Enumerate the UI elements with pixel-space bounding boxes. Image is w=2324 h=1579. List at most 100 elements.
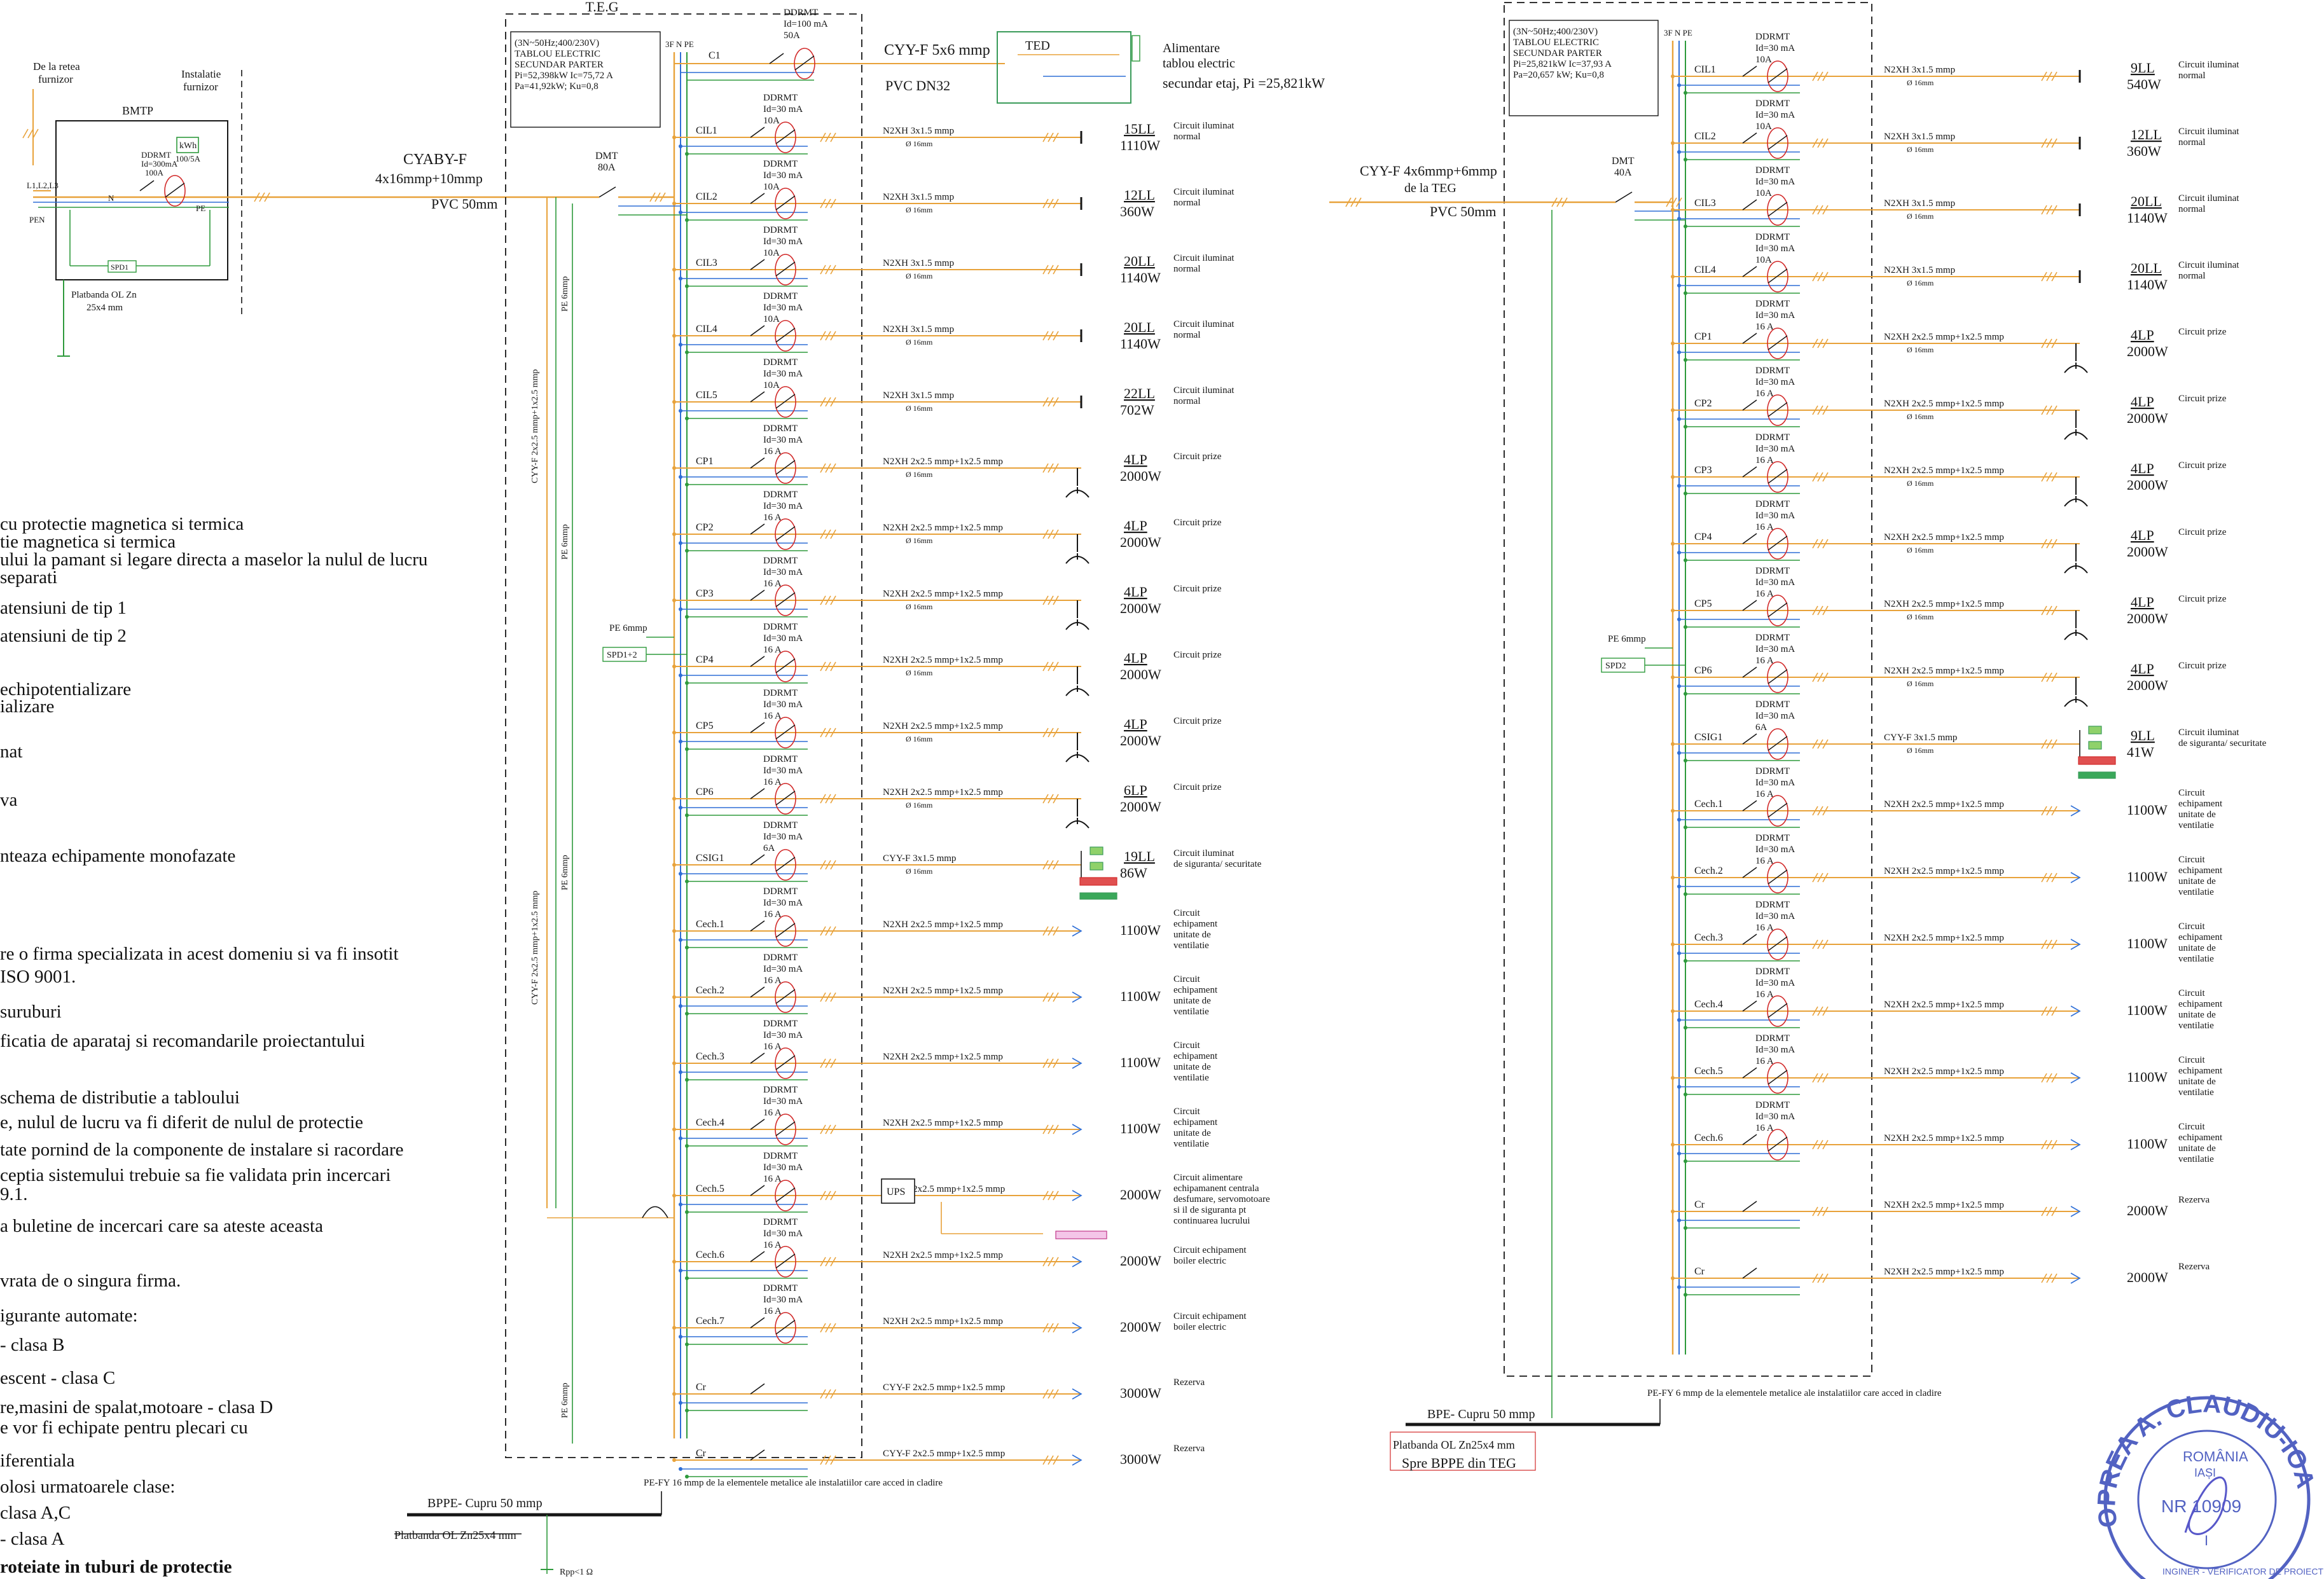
breaker-blade: [1742, 666, 1757, 678]
circuit-description: de siguranta/ securitate: [1173, 859, 1262, 869]
breaker-blade: [1742, 533, 1757, 544]
phase-tick-mark: [2046, 405, 2052, 415]
rcd-contact: [1767, 68, 1788, 83]
phase-tick-mark: [1042, 1124, 1049, 1134]
circuit-description: boiler electric: [1173, 1322, 1226, 1332]
phase-tick-mark: [2046, 1140, 2052, 1150]
circuit-description: Circuit prize: [1173, 716, 1222, 726]
circuit-id: Cech.5: [1694, 1066, 1723, 1077]
circuit-cable: N2XH 2x2.5 mmp+1x2.5 mmp: [1884, 1066, 2004, 1077]
main-switch-blade: [598, 186, 616, 198]
breaker-blade: [750, 127, 765, 138]
junction-dot: [679, 1004, 682, 1008]
junction-dot: [679, 1070, 682, 1074]
phase-tick-mark: [1812, 71, 1818, 81]
junction-dot: [685, 1409, 689, 1412]
to-bppe-box: [1390, 1431, 1536, 1471]
junction-dot: [1677, 684, 1681, 688]
circuit-description: Circuit: [1173, 908, 1200, 918]
ddrmt-spec: DDRMT: [1755, 566, 1790, 576]
circuit-description: si il de siguranta pt: [1173, 1205, 1247, 1215]
circuit-tube: Ø 16mm: [1907, 679, 1934, 688]
riser-cable-label: CYY-F 2x2.5 mmp+1x2.5 mmp: [530, 891, 540, 1005]
feed-arrow-icon: [1072, 1058, 1082, 1069]
phase-tick-mark: [2046, 672, 2052, 682]
circuit-description: unitate de: [2178, 1143, 2216, 1154]
phase-tick-mark: [1042, 265, 1049, 275]
rcd-toroid-icon: [775, 783, 796, 815]
ddrmt-spec: DDRMT: [763, 953, 798, 963]
circuit-cable: N2XH 2x2.5 mmp+1x2.5 mmp: [1884, 465, 2004, 476]
teg-board: T.E.G(3N~50Hz;400/230V)TABLOU ELECTRICSE…: [505, 0, 1270, 1479]
circuit-description: Rezerva: [2178, 1262, 2210, 1272]
circuit-id: Cech.2: [1694, 865, 1723, 876]
phase-tick-mark: [1042, 1190, 1049, 1201]
feed-arrow-icon: [2070, 872, 2081, 883]
phase-tick-mark: [649, 192, 656, 202]
spd-label: SPD2: [1605, 661, 1626, 671]
rcd-contact: [775, 658, 796, 673]
installation-label: Instalatie: [181, 68, 221, 80]
phase-tick-mark: [1822, 539, 1829, 549]
breaker-blade: [750, 325, 765, 336]
rcd-contact: [1767, 1136, 1788, 1152]
riser-cable-label: CYY-F 2x2.5 mmp+1x2.5 mmp: [530, 369, 540, 483]
rcd-contact: [775, 526, 796, 541]
phase-tick-mark: [1053, 132, 1059, 142]
junction-dot: [685, 946, 689, 949]
ted-terminal: [1131, 35, 1140, 62]
phase-tick-mark: [1053, 265, 1059, 275]
phase-tick-mark: [1042, 661, 1049, 672]
rcd-toroid-icon: [775, 584, 796, 616]
circuit-load-count: 4LP: [2131, 661, 2154, 677]
phase-tick-mark: [830, 794, 836, 804]
kwh-label: kWh: [179, 141, 197, 151]
phase-tick-mark: [2046, 872, 2052, 883]
ddrmt-spec: DDRMT: [1755, 99, 1790, 109]
rcd-contact: [775, 1055, 796, 1070]
rcd-contact: [775, 1320, 796, 1335]
breaker-blade: [750, 259, 765, 270]
circuit-description: Circuit: [1173, 1107, 1200, 1117]
ddrmt-spec: Id=30 mA: [763, 832, 803, 842]
ddrmt-spec: 10A: [763, 380, 780, 390]
ted-feeder-desc: tablou electric: [1163, 57, 1235, 71]
breaker-blade: [1742, 867, 1757, 878]
junction-dot: [685, 417, 689, 420]
circuit-tube: Ø 16mm: [1907, 612, 1934, 621]
ddrmt-spec: Id=30 mA: [763, 1229, 803, 1239]
ted-board: T.E.D(3N~50Hz;400/230V)TABLOU ELECTRICSE…: [1329, 0, 2267, 1377]
junction-dot: [1684, 425, 1687, 429]
junction-dot: [679, 343, 682, 347]
circuit-description: echipament: [2178, 932, 2223, 942]
circuit-description: Circuit iluminat: [2178, 727, 2239, 738]
design-note-line: suruburi: [0, 1002, 62, 1022]
feed-arrow-icon: [1072, 1454, 1082, 1466]
circuit-power: 1100W: [2127, 869, 2168, 885]
junction-dot: [1677, 1085, 1681, 1089]
rcd-contact: [775, 261, 796, 277]
ddrmt-spec: 10A: [1755, 55, 1772, 65]
ddrmt-spec: DDRMT: [763, 225, 798, 235]
circuit-load-count: 12LL: [2131, 127, 2162, 142]
breaker-blade: [1742, 600, 1757, 611]
junction-dot: [685, 1144, 689, 1148]
feed-arrow-icon: [2070, 1072, 2081, 1084]
phase-tick-mark: [259, 192, 265, 202]
ddrmt-spec: 16 A: [763, 513, 782, 523]
rcd-contact: [775, 1121, 796, 1136]
phase-tick-mark: [2046, 605, 2052, 616]
phase-tick-mark: [1048, 132, 1054, 142]
ted-feed-tube: PVC 50mm: [1430, 203, 1497, 219]
phase-tick-mark: [1817, 71, 1823, 81]
rcd-toroid-icon: [775, 717, 796, 748]
breaker-blade: [750, 193, 765, 204]
ddrmt-spec: Id=30 mA: [1755, 778, 1795, 788]
circuit-description: desfumare, servomotoare: [1173, 1194, 1270, 1204]
